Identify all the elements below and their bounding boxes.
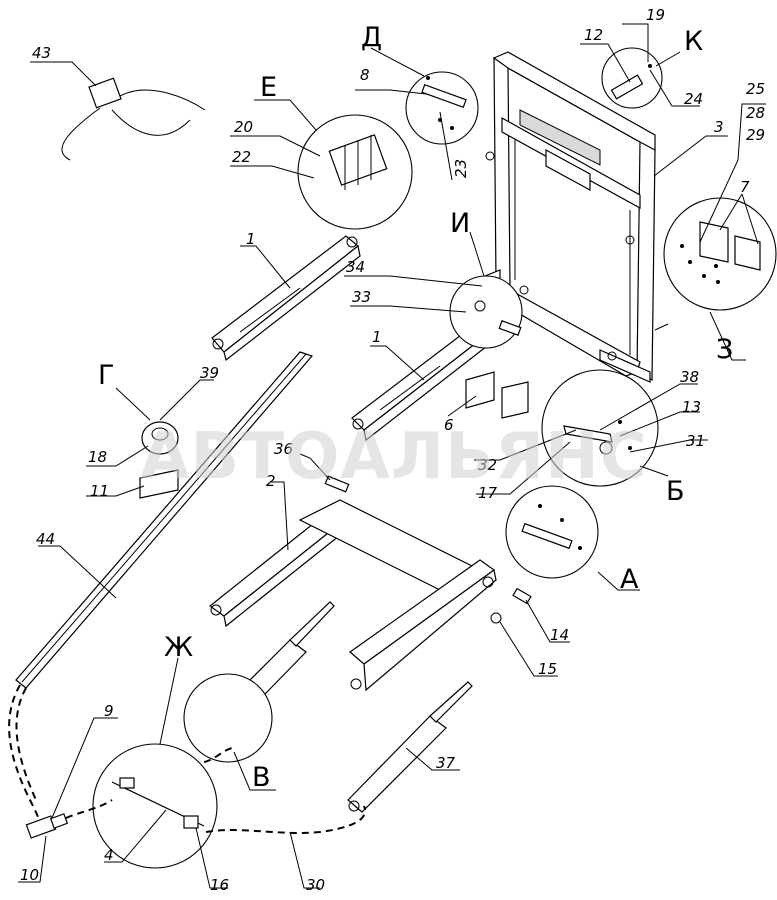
label-15: 15	[538, 660, 557, 678]
label-39: 30	[306, 876, 325, 894]
harness-39	[205, 805, 367, 834]
view-letter-E: Е	[260, 72, 277, 103]
detail-circle-D	[405, 71, 479, 145]
view-letter-B: Б	[666, 476, 685, 507]
label-8: 8	[360, 66, 370, 84]
pin-34	[324, 475, 350, 493]
label-29: 29	[746, 126, 765, 144]
detail-circle-Z	[663, 197, 777, 311]
label-20: 19	[646, 6, 665, 24]
label-44: 44	[36, 530, 55, 548]
label-31: 32	[478, 456, 497, 474]
label-36: 37	[436, 754, 456, 772]
bushing-14	[512, 587, 532, 605]
label-25: 25	[746, 80, 765, 98]
label-32: 33	[352, 288, 371, 306]
label-23: 24	[684, 90, 703, 108]
label-13: 13	[682, 398, 701, 416]
label-3: 3	[714, 118, 724, 136]
rod-44	[8, 351, 314, 831]
label-11: 11	[90, 482, 109, 500]
detail-circle-A	[505, 485, 599, 579]
bracket-11	[139, 469, 179, 499]
view-letter-Zh: Ж	[164, 632, 193, 663]
label-38: 39	[200, 364, 219, 382]
label-7: 7	[740, 178, 750, 196]
label-14: 14	[550, 626, 569, 644]
watermark: АВТОАЛЬЯНС	[140, 420, 648, 494]
bracket-6	[465, 371, 529, 419]
arm-1-upper	[211, 235, 361, 362]
leader-lines	[18, 23, 766, 889]
label-37: 38	[680, 368, 699, 386]
label-34: 36	[274, 440, 293, 458]
detail-circle-V	[183, 673, 273, 763]
label-33: 34	[346, 258, 365, 276]
label-6: 6	[444, 416, 454, 434]
label-4: 4	[104, 846, 114, 864]
label-1-middle: 1	[372, 328, 382, 346]
label-28: 28	[746, 104, 765, 122]
detail-circle-Zh	[92, 743, 218, 869]
label-1-upper: 1	[246, 230, 256, 248]
view-letter-G: Г	[98, 360, 114, 391]
detail-circle-E	[297, 114, 413, 230]
roller-18	[141, 421, 179, 455]
detail-circle-K	[601, 47, 663, 109]
gas-strut-36	[347, 681, 473, 813]
label-12: 12	[584, 26, 603, 44]
view-letter-K: К	[684, 26, 703, 57]
view-letter-A: А	[620, 564, 639, 595]
label-18: 18	[88, 448, 107, 466]
view-letter-Z: З	[716, 334, 733, 365]
label-24: 23	[452, 159, 470, 178]
label-17: 17	[478, 484, 498, 502]
harness-upper	[203, 747, 235, 763]
view-letter-D: Д	[361, 22, 382, 53]
part-number-labels: 43 20 22 8 23 12 19 24 3 25 28 29 7 34 3…	[20, 6, 765, 894]
label-2: 2	[266, 472, 276, 490]
view-letter-labels: Е Д К З И Б А Г Ж В	[98, 22, 733, 793]
nut-15	[490, 612, 502, 624]
label-30: 31	[686, 432, 705, 450]
view-letter-I: И	[450, 208, 470, 239]
harness-link	[65, 799, 113, 819]
connector-9-10	[25, 813, 69, 839]
label-19: 20	[234, 118, 253, 136]
label-16: 16	[210, 876, 229, 894]
view-letter-V: В	[252, 762, 271, 793]
label-43: 43	[32, 44, 51, 62]
detail-circle-I	[449, 275, 523, 349]
control-unit-43	[61, 77, 206, 161]
label-9: 9	[104, 702, 114, 720]
lower-frame-2	[209, 499, 497, 692]
label-22: 22	[232, 148, 251, 166]
label-10: 10	[20, 866, 39, 884]
